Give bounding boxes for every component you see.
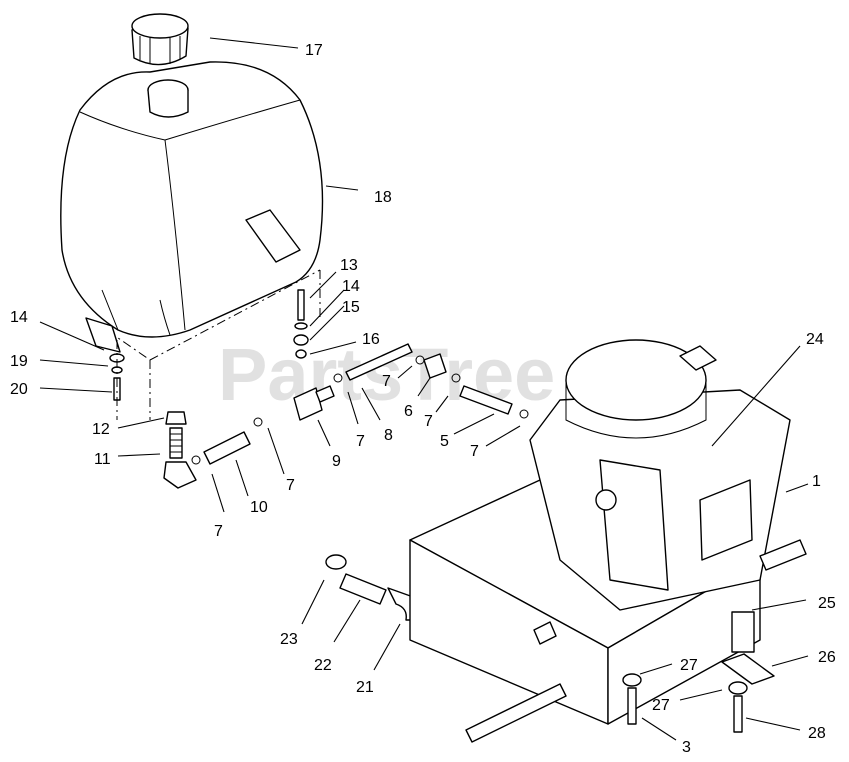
callout-26: 26 xyxy=(818,649,836,666)
callout-6: 6 xyxy=(404,403,413,420)
stud-hardware xyxy=(293,289,309,359)
callout-7-a: 7 xyxy=(214,523,223,540)
callout-7-d: 7 xyxy=(382,373,391,390)
callout-1: 1 xyxy=(812,473,821,490)
callout-5: 5 xyxy=(440,433,449,450)
callout-labels: 17 18 14 19 20 13 14 15 16 12 11 10 7 7 … xyxy=(10,42,836,756)
callout-7-c: 7 xyxy=(356,433,365,450)
mounting-hardware xyxy=(622,611,775,733)
callout-17: 17 xyxy=(305,42,323,59)
callout-21: 21 xyxy=(356,679,374,696)
callout-23: 23 xyxy=(280,631,298,648)
callout-24: 24 xyxy=(806,331,824,348)
fuel-line-parts xyxy=(191,343,529,465)
callout-8: 8 xyxy=(384,427,393,444)
fuel-cap-part xyxy=(131,13,189,66)
callout-27-b: 27 xyxy=(652,697,670,714)
callout-7-e: 7 xyxy=(424,413,433,430)
callout-10: 10 xyxy=(250,499,268,516)
engine-and-plate xyxy=(409,339,791,725)
callout-7-f: 7 xyxy=(470,443,479,460)
callout-13: 13 xyxy=(340,257,358,274)
fuel-outlet-fittings xyxy=(163,411,197,489)
callout-9: 9 xyxy=(332,453,341,470)
callout-14-right: 14 xyxy=(342,278,360,295)
callout-19: 19 xyxy=(10,353,28,370)
callout-27-a: 27 xyxy=(680,657,698,674)
callout-20: 20 xyxy=(10,381,28,398)
left-bracket-hardware xyxy=(85,317,125,420)
axles xyxy=(465,539,807,743)
leader-lines xyxy=(39,37,809,741)
callout-28: 28 xyxy=(808,725,826,742)
callout-16: 16 xyxy=(362,331,380,348)
callout-15: 15 xyxy=(342,299,360,316)
callout-14-left: 14 xyxy=(10,309,28,326)
callout-11: 11 xyxy=(94,451,111,468)
pipe-fittings xyxy=(325,554,423,621)
callout-18: 18 xyxy=(374,189,392,206)
fuel-tank-part xyxy=(60,61,324,420)
callout-22: 22 xyxy=(314,657,332,674)
callout-3: 3 xyxy=(682,739,691,756)
callout-12: 12 xyxy=(92,421,110,438)
callout-7-b: 7 xyxy=(286,477,295,494)
callout-25: 25 xyxy=(818,595,836,612)
